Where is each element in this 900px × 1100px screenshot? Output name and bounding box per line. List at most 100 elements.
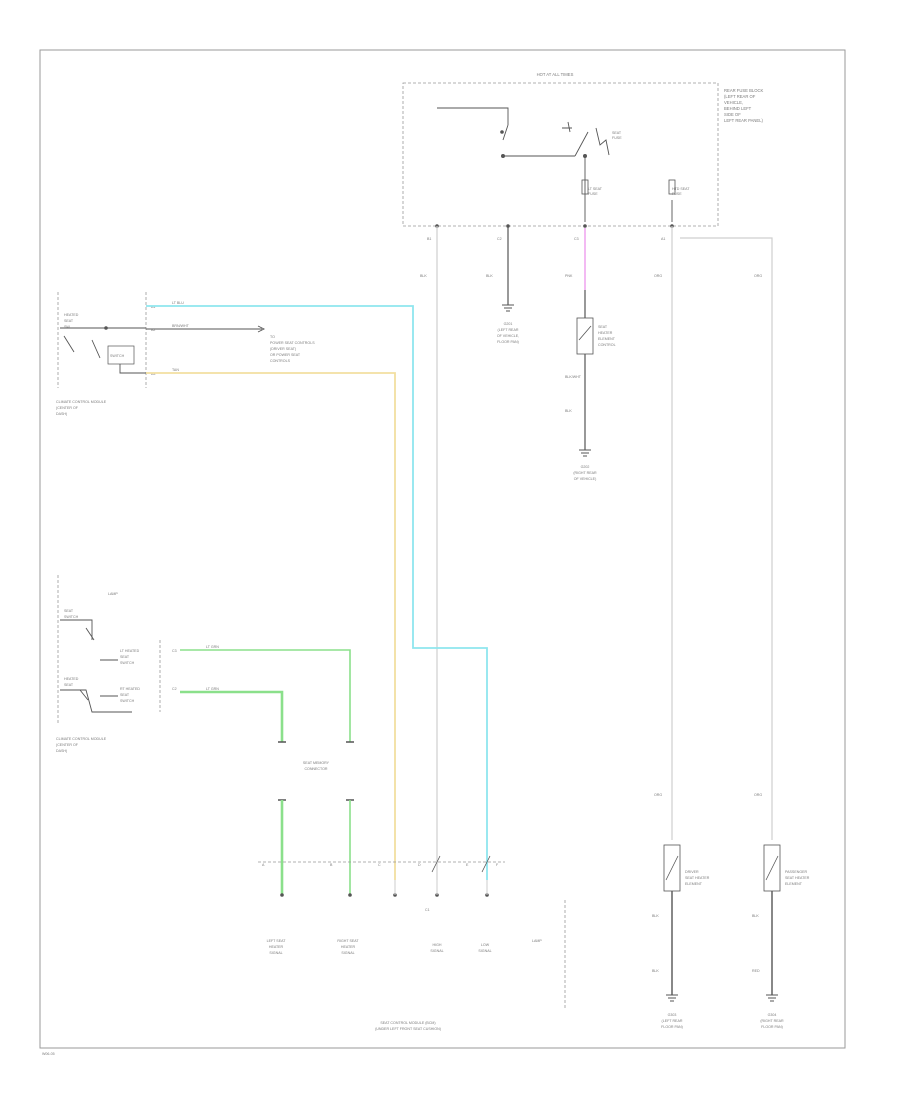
wire-blue-color: LT BLU bbox=[172, 301, 184, 305]
bottom-pin-label-c: C bbox=[378, 863, 381, 867]
wire-tan bbox=[146, 372, 396, 880]
ground4-label-3: FLOOR PAN) bbox=[761, 1025, 783, 1029]
ground-symbol-4 bbox=[766, 994, 778, 1002]
heater-right-arrow bbox=[765, 855, 779, 881]
upper-note-3: (DRIVER SEAT) bbox=[270, 347, 296, 351]
fuse-pin-label-2: C2 bbox=[497, 237, 502, 241]
upper-note-4: OR POWER SEAT bbox=[270, 353, 301, 357]
fuse-right-symbol bbox=[668, 179, 676, 195]
ground2-label-3: OF VEHICLE) bbox=[574, 477, 597, 481]
heater-right-wire-color: BLK bbox=[752, 914, 759, 918]
upper-switch-name-2: SEAT bbox=[64, 319, 74, 323]
fuse-switch-label-1: SEAT bbox=[612, 131, 622, 135]
fuse-block-desc-4: BEHIND LEFT bbox=[724, 106, 752, 111]
heater-left-arrow bbox=[665, 855, 679, 881]
wire-green-1 bbox=[180, 649, 351, 742]
lower-signal2-3: SWITCH bbox=[120, 699, 135, 703]
bottom-signal3-1: HIGH bbox=[433, 943, 442, 947]
upper-caption-3: DASH) bbox=[56, 412, 67, 416]
fuse-right-label-1: HTD SEAT bbox=[672, 187, 690, 191]
upper-switch-name-1: HEATED bbox=[64, 313, 79, 317]
upper-caption-2: (CENTER OF bbox=[56, 406, 79, 410]
wire-b1-color: BLK bbox=[420, 274, 427, 278]
ground3-label-1: G303 bbox=[668, 1013, 677, 1017]
upper-bus-node bbox=[104, 326, 108, 330]
fuse-pin-label-4: A1 bbox=[661, 237, 665, 241]
bottom-caption-2: (UNDER LEFT FRONT SEAT CUSHION) bbox=[375, 1027, 441, 1031]
fuse-left-label-2: FUSE bbox=[588, 192, 598, 196]
fuse-block-desc-3: VEHICLE, bbox=[724, 100, 743, 105]
pink-component-label-2: HEATER bbox=[598, 331, 613, 335]
ground4-label-2: (RIGHT REAR bbox=[760, 1019, 784, 1023]
heater-left-wire-color-2: BLK bbox=[652, 969, 659, 973]
ground-symbol-1 bbox=[502, 304, 514, 312]
bottom-pin-label-f: F bbox=[496, 863, 499, 867]
seat-module-upper: HEATED SEAT SW SWITCH CLIMATE CONTROL MO… bbox=[56, 292, 155, 416]
heater-left-label-2: SEAT HEATER bbox=[685, 876, 710, 880]
lower-switch2-name-2: SEAT bbox=[64, 683, 74, 687]
upper-pin-a2: A2 bbox=[151, 328, 155, 332]
fuse-switch-label-2: FUSE bbox=[612, 136, 622, 140]
upper-note-1: TO bbox=[270, 335, 275, 339]
fuse-block: HOT AT ALL TIMES REAR FUSE BLOCK (LEFT R… bbox=[402, 72, 764, 241]
heater-right: PASSENGER SEAT HEATER ELEMENT BLK RED G3… bbox=[752, 844, 810, 1029]
bottom-pin-label-d: D bbox=[418, 863, 421, 867]
lower-pin-1: C3 bbox=[172, 649, 177, 653]
wire-green1-color: LT GRN bbox=[206, 645, 219, 649]
bottom-signal1-3: SIGNAL bbox=[269, 951, 282, 955]
upper-switch2-name: SWITCH bbox=[110, 354, 125, 358]
bottom-pin-leads bbox=[394, 880, 488, 895]
ground2-label-1: G202 bbox=[581, 465, 590, 469]
heater-right-label-3: ELEMENT bbox=[785, 882, 803, 886]
lower-caption-1: CLIMATE CONTROL MODULE bbox=[56, 737, 107, 741]
pink-component-arrow bbox=[578, 325, 592, 341]
bottom-pin-label-e: E bbox=[466, 863, 469, 867]
upper-switch-name-3: SW bbox=[64, 325, 70, 329]
bottom-caption-1: SEAT CONTROL MODULE (BCM) bbox=[380, 1021, 435, 1025]
lower-signal1-2: SEAT bbox=[120, 655, 130, 659]
heater-left-label-1: DRIVER bbox=[685, 870, 699, 874]
wire-a1-color-left: ORG bbox=[654, 274, 662, 278]
ground-symbol-2 bbox=[579, 449, 591, 457]
pink-component-label-3: ELEMENT bbox=[598, 337, 616, 341]
upper-note-2: POWER SEAT CONTROLS bbox=[270, 341, 315, 345]
lower-switch-bottom bbox=[60, 689, 132, 713]
upper-pin-a1: A1 bbox=[151, 305, 155, 309]
bottom-signal2-3: SIGNAL bbox=[341, 951, 354, 955]
heater-right-wire-color-2: RED bbox=[752, 969, 760, 973]
upper-switch-box bbox=[107, 345, 135, 365]
wire-blue bbox=[146, 305, 488, 880]
wire-a1-color-right: ORG bbox=[754, 274, 762, 278]
ground1-label-2: (LEFT REAR bbox=[498, 328, 519, 332]
fuse-internal-wire bbox=[437, 107, 509, 125]
heater-left: DRIVER SEAT HEATER ELEMENT BLK BLK G303 … bbox=[652, 844, 710, 1029]
fuse-left-label-1: LT SEAT bbox=[588, 187, 603, 191]
wire-a1-color-right-2: ORG bbox=[754, 793, 762, 797]
bottom-signal4-1: LOW bbox=[481, 943, 490, 947]
lower-signal1-3: SWITCH bbox=[120, 661, 135, 665]
upper-module-edges bbox=[57, 292, 147, 388]
wire-a1-branch bbox=[680, 237, 773, 840]
fuse-pin-label-1: B1 bbox=[427, 237, 431, 241]
lower-switch-top bbox=[60, 619, 93, 640]
wire-brown-arrow bbox=[257, 325, 266, 333]
bottom-switch-marks bbox=[431, 855, 491, 873]
fuse-contact-dot bbox=[500, 130, 504, 134]
fuse-block-box bbox=[402, 82, 719, 227]
lower-module-edges bbox=[57, 575, 161, 725]
footer-code: W06-05 bbox=[42, 1052, 55, 1056]
diagram-border bbox=[39, 49, 846, 1049]
wire-c3-color: PNK bbox=[565, 274, 573, 278]
lower-signal2-2: SEAT bbox=[120, 693, 130, 697]
ground1-label-4: FLOOR PAN) bbox=[497, 340, 519, 344]
fuse-block-desc-2: (LEFT REAR OF bbox=[724, 94, 756, 99]
heater-right-label-2: SEAT HEATER bbox=[785, 876, 810, 880]
bottom-signal2-2: HEATER bbox=[341, 945, 356, 949]
connector-label-2: CONNECTOR bbox=[304, 767, 327, 771]
ground2-label-2: (RIGHT REAR bbox=[573, 471, 597, 475]
fuse-right-label-2: FUSE bbox=[672, 192, 682, 196]
upper-switch-out bbox=[119, 364, 146, 374]
lower-caption-2: (CENTER OF bbox=[56, 743, 79, 747]
fuse-block-header: HOT AT ALL TIMES bbox=[537, 72, 574, 77]
